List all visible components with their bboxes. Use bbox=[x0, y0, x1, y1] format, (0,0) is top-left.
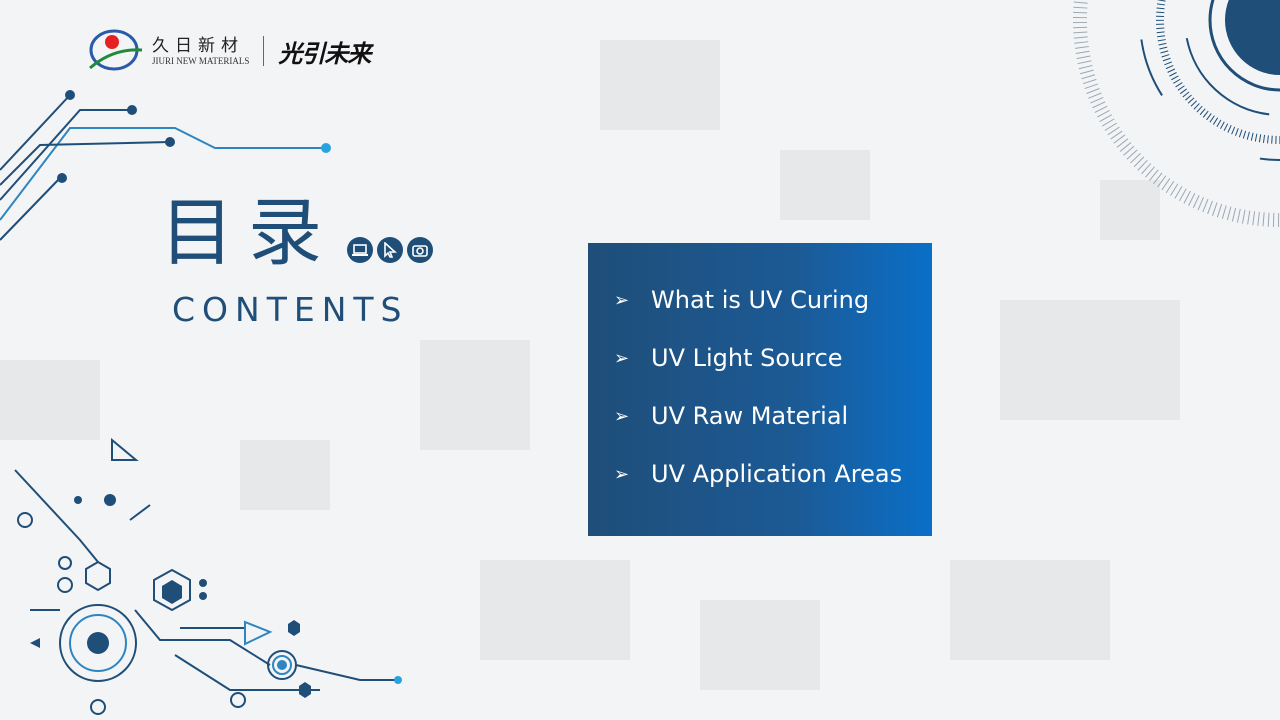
cursor-icon bbox=[377, 237, 403, 263]
contents-item[interactable]: ➢ What is UV Curing bbox=[614, 271, 932, 329]
contents-item-label: UV Application Areas bbox=[651, 460, 903, 488]
circuit-decoration-bottom-left bbox=[14, 437, 398, 715]
radial-decoration-top-right bbox=[1073, 0, 1280, 227]
arrow-bullet-icon: ➢ bbox=[614, 405, 630, 427]
arrow-bullet-icon: ➢ bbox=[614, 347, 630, 369]
camera-icon bbox=[407, 237, 433, 263]
page-subtitle: CONTENTS bbox=[172, 290, 409, 329]
arrow-bullet-icon: ➢ bbox=[614, 289, 630, 311]
page-title: 目录 bbox=[160, 190, 336, 276]
circuit-lines-top-left bbox=[0, 94, 325, 241]
contents-item-label: UV Raw Material bbox=[651, 402, 849, 430]
arrow-bullet-icon: ➢ bbox=[614, 463, 630, 485]
contents-item-label: UV Light Source bbox=[651, 344, 843, 372]
contents-item[interactable]: ➢ UV Application Areas bbox=[614, 445, 932, 503]
contents-item-label: What is UV Curing bbox=[651, 286, 870, 314]
company-logo: 久日新材 JIURI NEW MATERIALS 光引未来 bbox=[88, 28, 371, 74]
logo-company-cn: 久日新材 bbox=[152, 36, 244, 56]
logo-emblem-icon bbox=[89, 29, 143, 71]
laptop-icon bbox=[347, 237, 373, 263]
contents-item[interactable]: ➢ UV Light Source bbox=[614, 329, 932, 387]
logo-company-en: JIURI NEW MATERIALS bbox=[152, 56, 250, 66]
title-icons bbox=[347, 237, 433, 263]
logo-slogan: 光引未来 bbox=[278, 39, 371, 68]
contents-item[interactable]: ➢ UV Raw Material bbox=[614, 387, 932, 445]
logo-divider bbox=[263, 36, 265, 66]
contents-panel: ➢ What is UV Curing ➢ UV Light Source ➢ UV … bbox=[588, 243, 932, 536]
